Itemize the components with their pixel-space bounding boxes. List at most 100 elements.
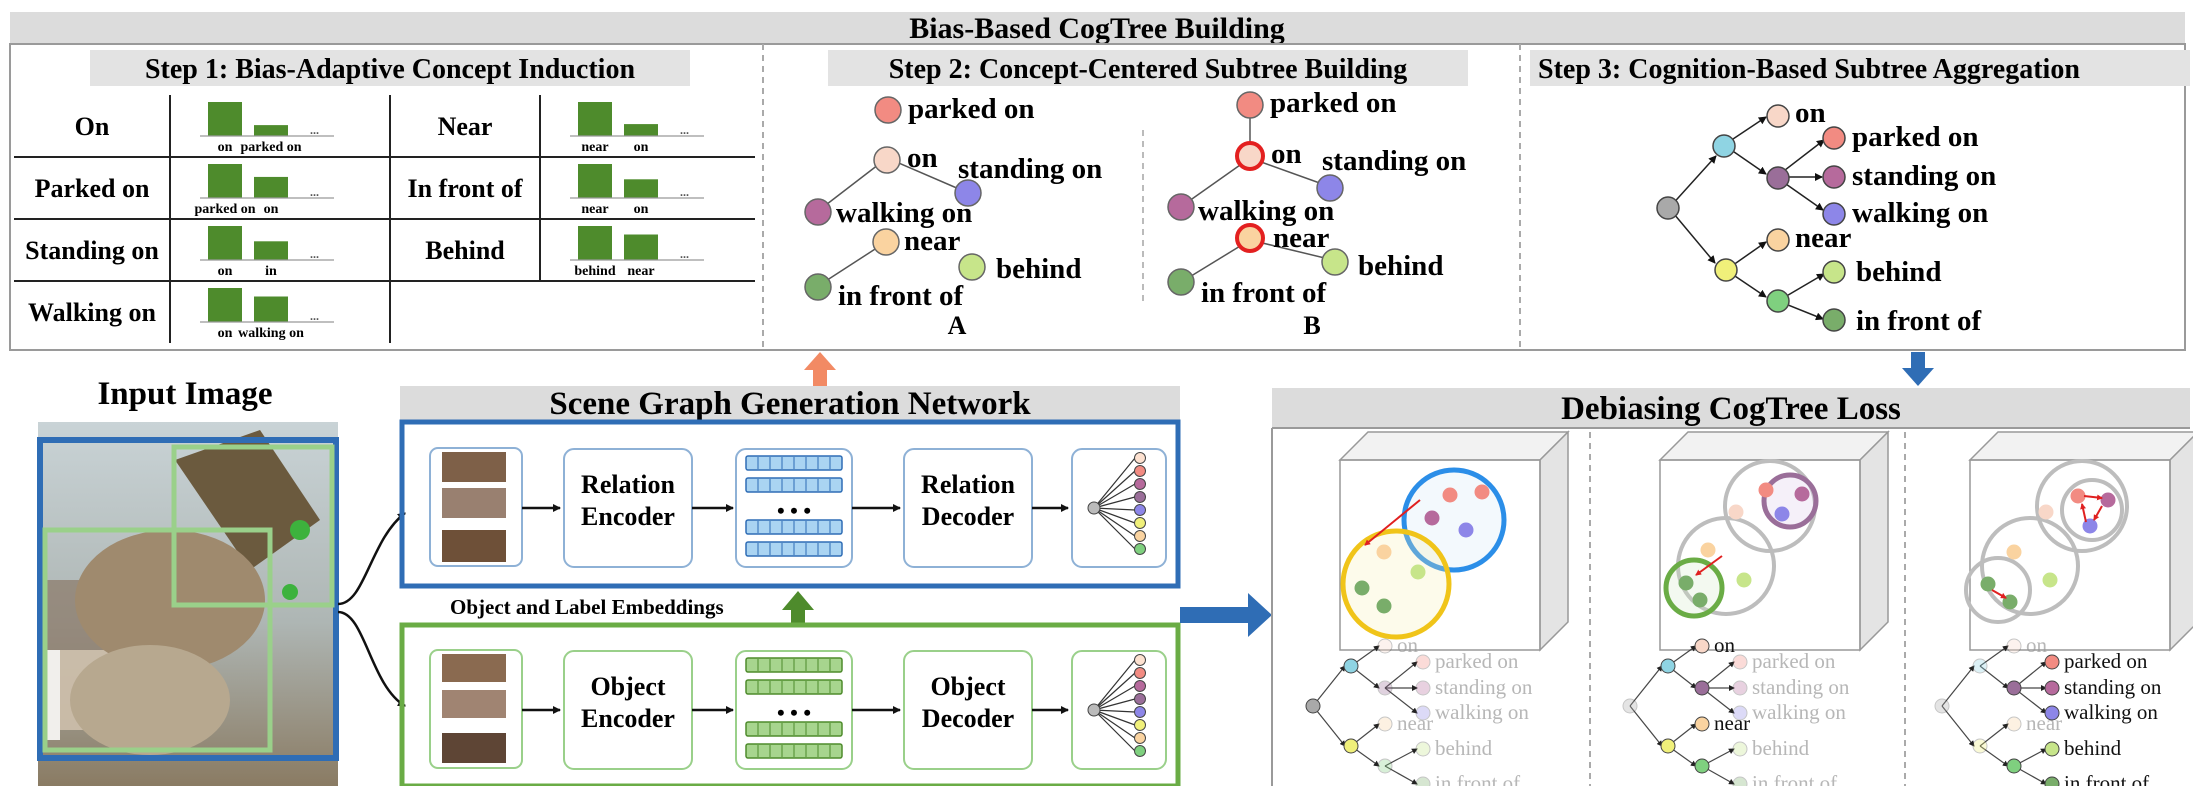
bias-row-label: Standing on xyxy=(25,236,159,265)
fan-root-node xyxy=(1087,501,1101,515)
bias-row-label: Near xyxy=(438,112,493,141)
loss3-gray-cluster xyxy=(2060,478,2124,542)
loss1-tree-label: standing on xyxy=(1435,675,1533,699)
step3-title: Step 3: Cognition-Based Subtree Aggregat… xyxy=(1538,54,2080,85)
loss1-yellow-cluster xyxy=(1340,528,1452,640)
fan-edge xyxy=(1093,507,1136,550)
input-image-title: Input Image xyxy=(97,376,272,412)
loss3-tree-label: standing on xyxy=(2064,675,2162,699)
fan-edge xyxy=(1093,496,1136,509)
loss1-tree-node xyxy=(1415,705,1431,721)
bias-ellipsis: ... xyxy=(310,247,319,261)
node-behind xyxy=(1822,260,1846,284)
loss3-dot xyxy=(2100,492,2116,508)
label-near: near xyxy=(1795,222,1852,254)
label-standing-on: standing on xyxy=(958,153,1102,185)
loss2-dot xyxy=(1794,486,1810,502)
bias-row-label: Parked on xyxy=(35,174,150,203)
loss3-tree-node xyxy=(1972,738,1988,754)
loss1-dot xyxy=(1458,522,1474,538)
loss2-dot xyxy=(1758,482,1774,498)
loss1-tree-node xyxy=(1377,716,1393,732)
relation-patch xyxy=(442,530,506,562)
top-title-bar xyxy=(10,12,2185,44)
concept-node-near-group xyxy=(1766,289,1790,313)
relation-dots: • • • xyxy=(777,498,811,523)
pull-arrow xyxy=(1991,589,2007,599)
label-standing-on: standing on xyxy=(1322,145,1466,177)
bias-bar xyxy=(208,288,242,322)
bias-bar-label: walking on xyxy=(238,326,304,341)
loss3-dot xyxy=(2038,504,2054,520)
bias-bar-label: parked on xyxy=(194,202,255,217)
fan-edge xyxy=(1093,698,1136,711)
bias-bar xyxy=(578,164,612,198)
embeddings-label: Object and Label Embeddings xyxy=(450,595,724,619)
loss3-tree-node xyxy=(2006,758,2022,774)
loss2-cube-side xyxy=(1859,430,1889,652)
label-standing-on: standing on xyxy=(1852,160,1996,192)
loss3-tree-edge xyxy=(1941,665,1975,707)
loss2-tree-label: on xyxy=(1714,633,1736,657)
flow-arrow-up-orange xyxy=(804,352,836,386)
label-behind: behind xyxy=(1358,250,1443,282)
loss2-tree-edge xyxy=(1629,705,1663,747)
object-output-box xyxy=(1071,650,1167,770)
node-parked-on xyxy=(874,96,902,124)
loss3-cube-top xyxy=(1968,431,2193,461)
loss2-dot xyxy=(1692,592,1708,608)
loss3-tree-label: walking on xyxy=(2064,700,2158,724)
node-in-front-of xyxy=(1822,308,1846,332)
bbox-skateboard xyxy=(171,444,335,608)
loss3-tree-label: behind xyxy=(2064,736,2122,760)
image-to-object-arrow xyxy=(337,610,406,708)
bias-bar xyxy=(254,241,288,260)
pull-arrow xyxy=(2080,503,2087,523)
flow-arrow-right-blue xyxy=(1180,593,1272,637)
label-parked-on: parked on xyxy=(1270,87,1397,119)
fan-edge xyxy=(1093,457,1136,509)
top-panel-frame xyxy=(9,43,2186,351)
relation-patch xyxy=(442,452,506,482)
fan-leaf-node xyxy=(1134,667,1146,679)
loss1-tree-label: behind xyxy=(1435,736,1493,760)
fan-edge xyxy=(1093,685,1136,711)
loss2-tree-node xyxy=(1622,698,1638,714)
loss3-tree-label: in front of xyxy=(2064,771,2149,786)
label-parked-on: parked on xyxy=(908,93,1035,125)
step2-panel: Step 2: Concept-Centered Subtree Buildin… xyxy=(804,50,1468,340)
tree-b-caption: B xyxy=(1303,311,1320,340)
fan-edge xyxy=(1093,470,1136,509)
top-title: Bias-Based CogTree Building xyxy=(909,12,1285,45)
relation-output-box xyxy=(1071,448,1167,568)
fan-leaf-node xyxy=(1134,517,1146,529)
node-standing-on xyxy=(1316,174,1344,202)
loss2-tree-node xyxy=(1732,776,1748,786)
loss3-tree-node xyxy=(2044,654,2060,670)
bias-ellipsis: ... xyxy=(310,123,319,137)
bias-bar-label: on xyxy=(218,264,233,279)
bias-ellipsis: ... xyxy=(680,185,689,199)
concept-node-near xyxy=(1714,258,1738,282)
loss3-cube-front xyxy=(1969,459,2171,651)
cogtree: on parked on standing on walking on near… xyxy=(1656,97,1996,337)
loss1-tree-node xyxy=(1377,638,1393,654)
loss3-tree-node xyxy=(2006,680,2022,696)
loss2-tree-node xyxy=(1732,705,1748,721)
loss1-tree-label: parked on xyxy=(1435,649,1519,673)
loss1-dot xyxy=(1376,544,1392,560)
step2-title-bg xyxy=(828,50,1468,86)
bias-bar xyxy=(624,124,658,136)
object-patch xyxy=(442,690,506,718)
loss2-tree-node xyxy=(1732,680,1748,696)
sgg-title-bar xyxy=(400,386,1180,420)
label-behind: behind xyxy=(996,253,1081,285)
fan-edge xyxy=(1093,709,1136,726)
object-patch xyxy=(442,654,506,682)
loss3-tree-node xyxy=(2044,705,2060,721)
fan-leaf-node xyxy=(1134,732,1146,744)
